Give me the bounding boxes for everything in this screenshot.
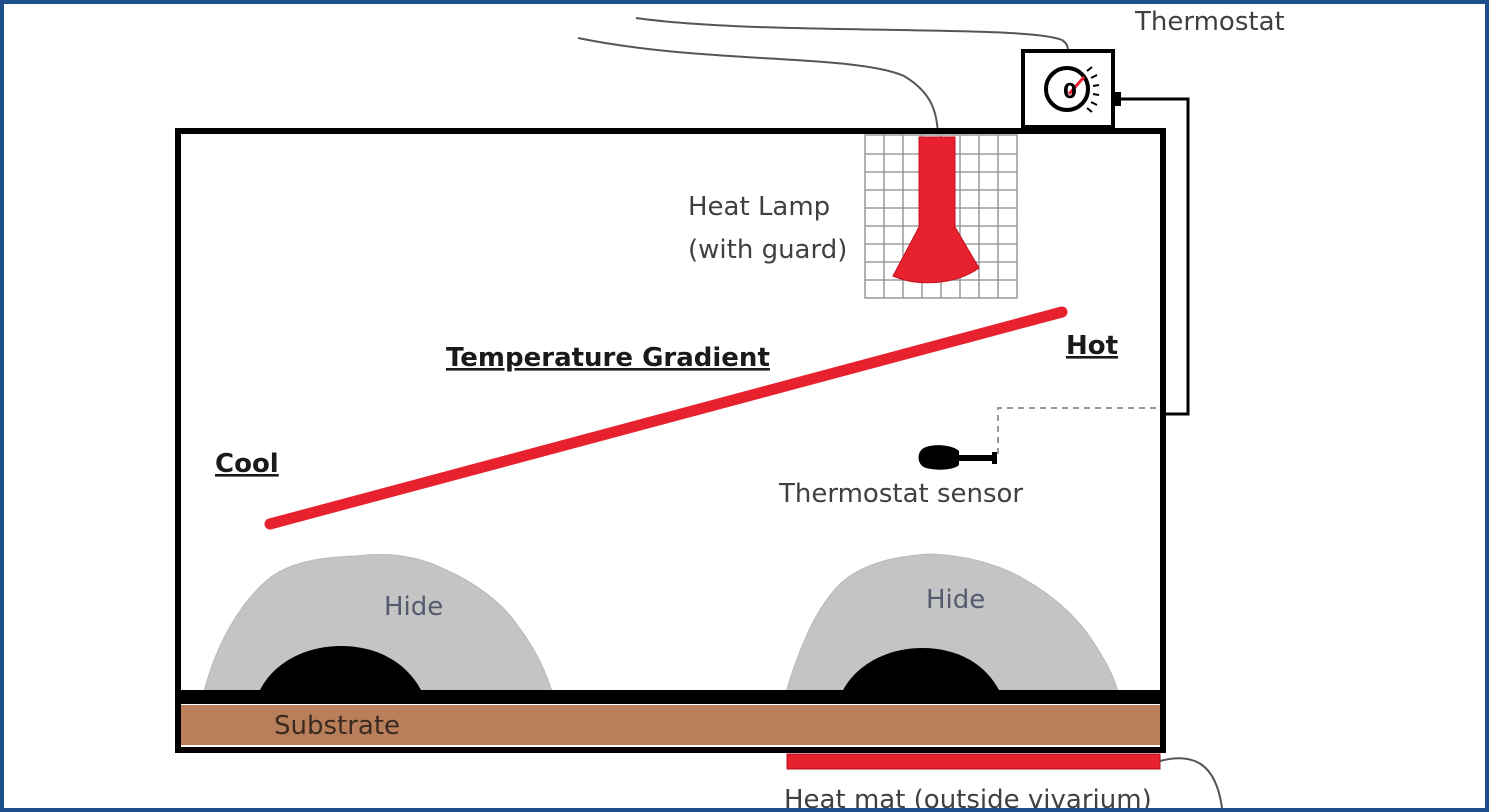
dial-ticks-icon xyxy=(1086,66,1100,113)
heat-lamp xyxy=(892,136,980,284)
dial-needle xyxy=(1067,76,1086,95)
heat-mat xyxy=(786,753,1161,770)
cool-label: Cool xyxy=(215,449,279,479)
power-cord-thermostat xyxy=(635,17,1069,53)
heat-lamp-label-line1: Heat Lamp xyxy=(688,192,830,222)
vivarium-diagram: 0 Thermostat Heat Lamp (with guard) Temp… xyxy=(175,7,1285,808)
power-cord-lamp xyxy=(577,37,939,133)
thermostat-dial xyxy=(1044,66,1090,112)
substrate-layer xyxy=(181,705,1160,745)
sensor-wire-dashed xyxy=(997,407,1156,457)
hot-label: Hot xyxy=(1066,331,1118,361)
hide-left-entrance xyxy=(259,646,422,692)
temperature-gradient-label: Temperature Gradient xyxy=(446,343,770,373)
hide-right-label: Hide xyxy=(926,585,985,615)
hide-right-entrance xyxy=(842,648,1000,692)
temperature-gradient-bar xyxy=(264,306,1068,530)
hide-right xyxy=(785,553,1119,693)
dial-mark: 0 xyxy=(1063,79,1077,103)
thermostat-sensor-label: Thermostat sensor xyxy=(778,479,1023,509)
heat-mat-label: Heat mat (outside vivarium) xyxy=(784,785,1152,808)
heat-mat-cord xyxy=(1159,757,1223,808)
lamp-guard-grid xyxy=(864,134,1018,299)
substrate-label: Substrate xyxy=(274,711,400,741)
thermostat-wire xyxy=(1121,97,1190,416)
vivarium-floor xyxy=(178,690,1163,704)
hide-left-label: Hide xyxy=(384,592,443,622)
thermostat-sensor-icon xyxy=(918,445,997,470)
hide-left xyxy=(203,554,553,693)
thermostat-plug xyxy=(1113,92,1121,106)
thermostat-label: Thermostat xyxy=(1134,7,1285,37)
heat-lamp-label-line2: (with guard) xyxy=(688,235,847,265)
